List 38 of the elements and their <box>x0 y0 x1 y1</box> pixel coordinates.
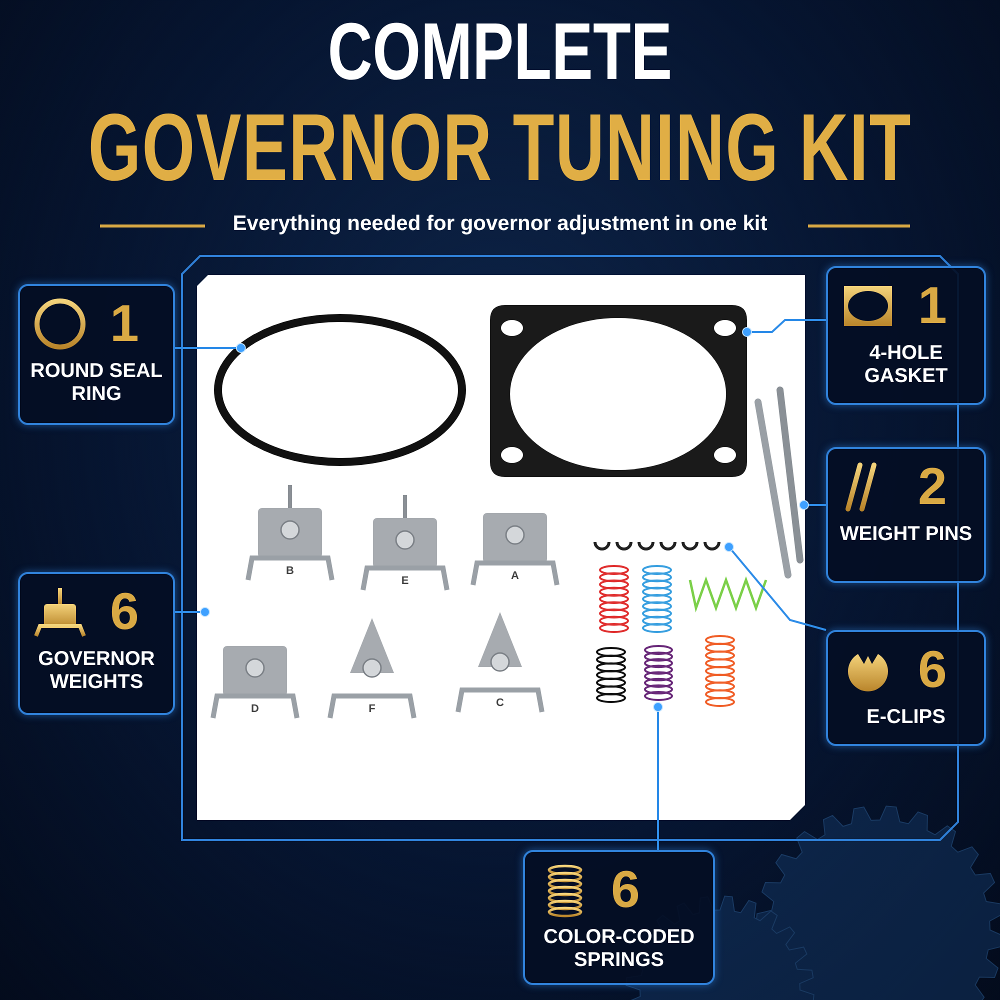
callout-box <box>523 850 715 985</box>
quantity-number: 1 <box>110 298 139 350</box>
leader-line <box>653 702 663 850</box>
callout-box <box>826 447 986 583</box>
springs-drawing <box>596 565 768 707</box>
part-label: GOVERNOR WEIGHTS <box>37 648 156 694</box>
part-label: 4-HOLE GASKET <box>863 342 949 388</box>
subtitle: Everything needed for governor adjustment in one kit <box>232 212 768 236</box>
quantity-number: 6 <box>611 864 640 916</box>
callout-box <box>18 572 175 715</box>
weight-pins-drawing <box>754 386 804 578</box>
callout-box <box>18 284 175 425</box>
quantity-number: 1 <box>918 280 947 332</box>
part-label: E-CLIPS <box>866 706 946 729</box>
leader-line <box>799 500 826 510</box>
stamp-letter: A <box>511 570 519 582</box>
e-clips-drawing <box>594 542 720 550</box>
stamp-letter: E <box>401 575 409 587</box>
quantity-number: 6 <box>918 644 947 696</box>
quantity-number: 6 <box>110 586 139 638</box>
part-label: COLOR-CODED SPRINGS <box>542 926 696 972</box>
ring-drawing <box>214 314 466 466</box>
stamp-letter: B <box>286 565 294 577</box>
leader-line <box>175 607 210 617</box>
callout-box <box>826 630 986 746</box>
stamp-letter: C <box>496 697 504 709</box>
leader-line <box>742 319 826 337</box>
leader-line <box>724 542 826 631</box>
title: COMPLETE GOVERNOR TUNING KIT <box>87 12 913 182</box>
stamp-letter: F <box>368 703 376 715</box>
governor-weights-drawing <box>210 485 560 718</box>
leader-line <box>175 343 246 353</box>
part-label: WEIGHT PINS <box>838 523 974 546</box>
quantity-number: 2 <box>918 461 947 513</box>
part-label: ROUND SEAL RING <box>29 360 164 406</box>
gasket-drawing <box>490 305 747 477</box>
stamp-letter: D <box>251 703 259 715</box>
callout-box <box>826 266 986 405</box>
